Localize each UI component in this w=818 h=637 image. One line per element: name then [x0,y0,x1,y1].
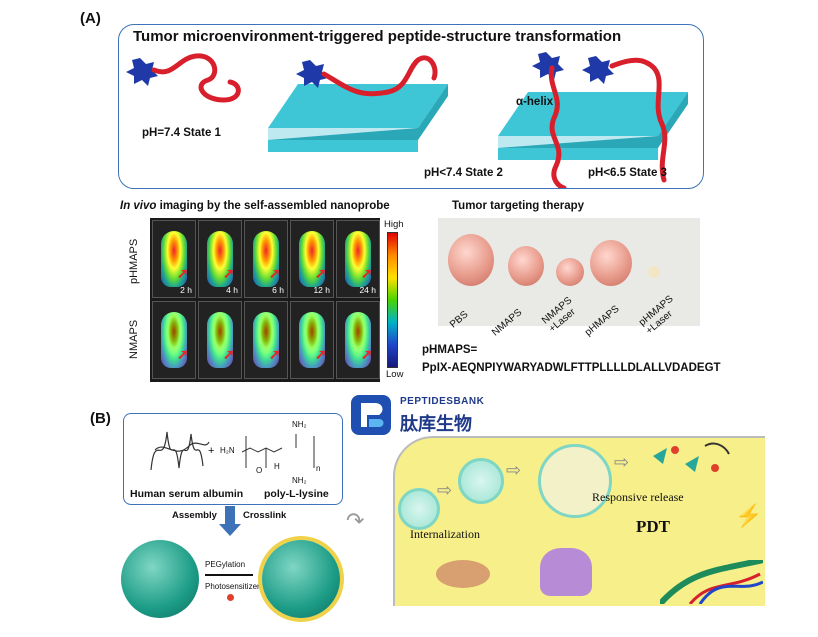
lightning-icon: ⚡ [735,503,763,528]
tumor-pbs [448,234,494,286]
tumor-nmaps [508,246,544,286]
tumor-nmaps-laser [556,258,584,286]
arrow-right-icon: ⇨ [506,460,522,480]
chem-h: H [274,462,280,471]
process-arrow-head [219,524,241,536]
polylysine-structure [241,434,315,468]
imaging-title-rest: imaging by the self-assembled nanoprobe [156,200,390,212]
therapy-title: Tumor targeting therapy [452,200,585,212]
mouse-image: ➚12 h [290,220,334,298]
loaded-nanoparticle [262,540,340,618]
pll-label: poly-L-lysine [264,488,329,500]
arrow-right-icon: ⇨ [614,452,630,472]
peptidesbank-logo-icon [351,395,391,435]
mechanism-box [118,24,704,189]
peptide-mechanism-illustration [126,52,688,188]
state1-probe [126,53,241,103]
time-label: 24 h [359,285,376,295]
mouse-image: ➚ [152,301,196,379]
panel-b-label: (B) [90,410,111,427]
mouse-image: ➚4 h [198,220,242,298]
pdt-label: PDT [636,517,670,536]
mouse-image: ➚24 h [336,220,380,298]
chem-nh2-bottom: NH₂ [292,476,307,485]
albumin-structure [150,431,210,471]
scale-low-label: Low [386,369,404,380]
hsa-pll-nanoparticle [121,540,199,618]
endosome-particle [458,458,504,504]
chem-n: n [316,464,321,473]
mouse-image: ➚ [244,301,288,379]
tumor-phmaps-laser [648,266,660,278]
internalizing-particle [398,488,440,530]
hsa-label: Human serum albumin [130,488,244,500]
mouse-image: ➚ [198,301,242,379]
plus-sign: + [208,445,215,457]
imaging-title: In vivo imaging by the self-assembled na… [120,200,390,212]
scale-high-label: High [384,219,404,230]
assembly-label: Assembly [172,510,217,521]
time-label: 6 h [272,285,284,295]
sequence-label: pHMAPS= [422,344,478,356]
dna-helix [660,560,763,604]
materials-box [123,413,343,505]
golgi-apparatus [540,548,592,596]
panel-a-label: (A) [80,10,101,27]
brand-cn: 肽库生物 [400,414,472,434]
internalization-label: Internalization [410,527,480,541]
time-label: 12 h [313,285,330,295]
photosensitizer-label: Photosensitizer [205,582,260,591]
sequence: PpIX-AEQNPIYWARYADWLFTTPLLLLDLALLVDADEGT [422,362,721,374]
imaging-title-italic: In vivo [120,200,157,212]
chem-o: O [256,466,263,475]
tumor-photo [438,218,700,326]
curved-arrow-icon: ↷ [346,508,365,533]
state3-label: pH<6.5 State 3 [588,167,667,179]
row-label-phmaps: pHMAPS [128,238,140,284]
brand-en: PEPTIDESBANK [400,396,485,407]
state2-label: pH<7.4 State 2 [424,167,503,179]
mouse-image: ➚2 h [152,220,196,298]
mitochondrion [436,560,490,588]
photosensitizer-dot [227,594,234,601]
intensity-colorbar [387,232,398,368]
chem-nh2-top: NH₂ [292,420,307,429]
time-label: 2 h [180,285,192,295]
mouse-image: ➚ [290,301,334,379]
time-label: 4 h [226,285,238,295]
chem-h2n: H₂N [220,446,235,455]
process-arrow-shaft [225,506,235,526]
mouse-image: ➚6 h [244,220,288,298]
in-vivo-imaging-grid: ➚2 h ➚4 h ➚6 h ➚12 h ➚24 h ➚ ➚ ➚ ➚ ➚ [150,218,380,382]
state1-label: pH=7.4 State 1 [142,127,221,139]
tumor-phmaps [590,240,632,286]
release-label: Responsive release [592,490,684,504]
crosslink-label: Crosslink [243,510,287,521]
pegylation-label: PEGylation [205,560,246,569]
row-label-nmaps: NMAPS [128,319,140,359]
helix-label: α-helix [516,96,554,108]
released-fragments [653,442,730,472]
mechanism-title: Tumor microenvironment-triggered peptide… [133,28,622,45]
mouse-image: ➚ [336,301,380,379]
state3-membrane [498,52,688,188]
endosome-release [538,444,612,518]
state2-membrane [268,55,448,152]
arrow-right-icon: ⇨ [437,480,453,500]
pegylation-arrow [205,574,253,576]
